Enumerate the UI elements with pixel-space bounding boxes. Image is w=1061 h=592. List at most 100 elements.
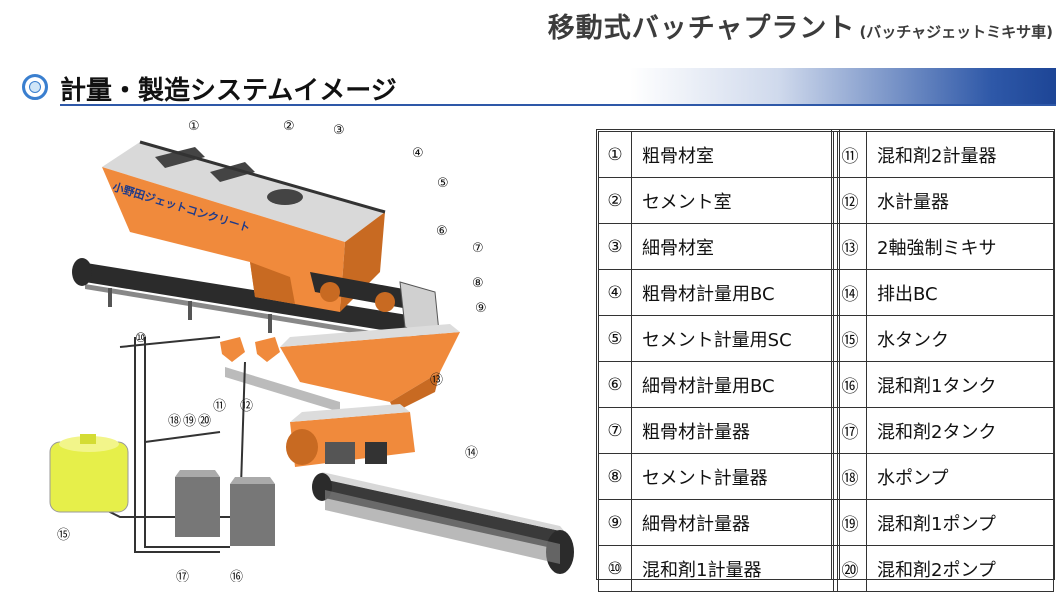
legend-label: 混和剤1ポンプ xyxy=(866,499,1054,546)
callout-12: ⑫ xyxy=(240,399,253,414)
legend-number: ③ xyxy=(598,223,632,270)
legend-label: 2軸強制ミキサ xyxy=(866,223,1054,270)
main-conveyor xyxy=(72,258,425,344)
callout-1: ① xyxy=(188,119,200,134)
legend-label: セメント計量用SC xyxy=(631,315,838,362)
section-heading: 計量・製造システムイメージ xyxy=(60,76,397,106)
legend-number: ⑱ xyxy=(833,453,867,500)
callout-10: ⑩ xyxy=(135,331,147,346)
admixture-tanks xyxy=(175,470,275,546)
callout-3: ③ xyxy=(333,123,345,138)
legend-label: 細骨材室 xyxy=(631,223,838,270)
callout-5: ⑤ xyxy=(437,176,449,191)
legend-label: セメント計量器 xyxy=(631,453,838,500)
legend-label: 粗骨材計量用BC xyxy=(631,269,838,316)
callout-8: ⑧ xyxy=(472,276,484,291)
legend-number: ⑭ xyxy=(833,269,867,316)
callout-9: ⑨ xyxy=(475,301,487,316)
legend-label: 粗骨材計量器 xyxy=(631,407,838,454)
callout-17: ⑰ xyxy=(176,570,189,582)
legend-label: 水ポンプ xyxy=(866,453,1054,500)
section-gradient-bar xyxy=(630,68,1056,104)
legend-number: ① xyxy=(598,131,632,178)
callout-20: ⑳ xyxy=(198,414,211,429)
legend-label: 混和剤2計量器 xyxy=(866,131,1054,178)
callout-6: ⑥ xyxy=(436,224,448,239)
legend-number: ⑮ xyxy=(833,315,867,362)
twin-shaft-mixer xyxy=(286,404,415,467)
legend-number: ⑬ xyxy=(833,223,867,270)
page-title: 移動式バッチャプラント(バッチャジェットミキサ車) xyxy=(548,6,1053,45)
section-underline xyxy=(60,104,1056,106)
legend-number: ④ xyxy=(598,269,632,316)
weighing-hoppers xyxy=(280,324,460,412)
circle-bullet-icon xyxy=(22,74,48,100)
legend-number: ⑪ xyxy=(833,131,867,178)
legend-number: ⑫ xyxy=(833,177,867,224)
legend-label: 排出BC xyxy=(866,269,1054,316)
callout-19: ⑲ xyxy=(183,414,196,429)
callout-18: ⑱ xyxy=(168,414,181,429)
legend-label: 水タンク xyxy=(866,315,1054,362)
legend-label: 粗骨材室 xyxy=(631,131,838,178)
callout-11: ⑪ xyxy=(213,399,226,414)
callout-7: ⑦ xyxy=(472,241,484,256)
legend-label: 混和剤2タンク xyxy=(866,407,1054,454)
legend-number: ⑩ xyxy=(598,545,632,592)
legend-number: ⑨ xyxy=(598,499,632,546)
callout-14: ⑭ xyxy=(465,446,478,461)
legend-number: ② xyxy=(598,177,632,224)
legend-number: ⑥ xyxy=(598,361,632,408)
legend-number: ⑦ xyxy=(598,407,632,454)
legend-label: 混和剤1タンク xyxy=(866,361,1054,408)
discharge-conveyor xyxy=(312,472,574,574)
legend-label: 細骨材計量器 xyxy=(631,499,838,546)
legend-number: ⑤ xyxy=(598,315,632,362)
admixture-weighers xyxy=(220,337,340,412)
legend-number: ⑲ xyxy=(833,499,867,546)
legend-label: セメント室 xyxy=(631,177,838,224)
legend-label: 水計量器 xyxy=(866,177,1054,224)
legend-label: 細骨材計量用BC xyxy=(631,361,838,408)
callout-2: ② xyxy=(283,119,295,134)
legend-number: ⑯ xyxy=(833,361,867,408)
callout-15: ⑮ xyxy=(57,528,70,543)
callout-labels: ① ② ③ ④ ⑤ ⑥ ⑦ ⑧ ⑨ ⑩ ⑪ ⑫ ⑬ ⑭ ⑮ ⑯ ⑰ ⑱ ⑲ ⑳ xyxy=(57,119,487,582)
legend-number: ⑳ xyxy=(833,545,867,592)
callout-4: ④ xyxy=(412,146,424,161)
aggregate-hopper xyxy=(102,140,386,312)
water-tank xyxy=(49,434,129,513)
callout-13: ⑬ xyxy=(430,373,443,388)
title-main: 移動式バッチャプラント xyxy=(547,13,856,44)
section-header: 計量・製造システムイメージ xyxy=(20,68,1056,106)
legend-label: 混和剤2ポンプ xyxy=(866,545,1054,592)
plant-diagram: 小野田ジェットコンクリート xyxy=(49,119,574,582)
callout-16: ⑯ xyxy=(230,570,243,582)
legend-label: 混和剤1計量器 xyxy=(631,545,838,592)
title-sub: (バッチャジェットミキサ車) xyxy=(859,23,1053,41)
legend-number: ⑧ xyxy=(598,453,632,500)
legend-number: ⑰ xyxy=(833,407,867,454)
